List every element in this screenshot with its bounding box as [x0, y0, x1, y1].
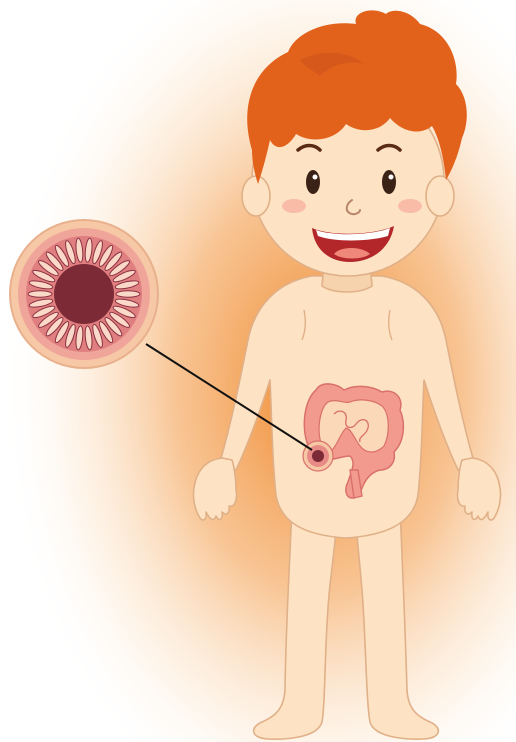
villus [28, 291, 52, 297]
body-lens [303, 441, 333, 471]
left-eye [306, 170, 320, 194]
left-cheek [282, 199, 306, 213]
intestine-cross-section [10, 220, 158, 368]
left-ear [242, 176, 270, 216]
right-ear [426, 176, 454, 216]
right-eye [382, 170, 396, 194]
villus [116, 291, 140, 297]
right-cheek [398, 199, 422, 213]
lumen [54, 264, 114, 324]
